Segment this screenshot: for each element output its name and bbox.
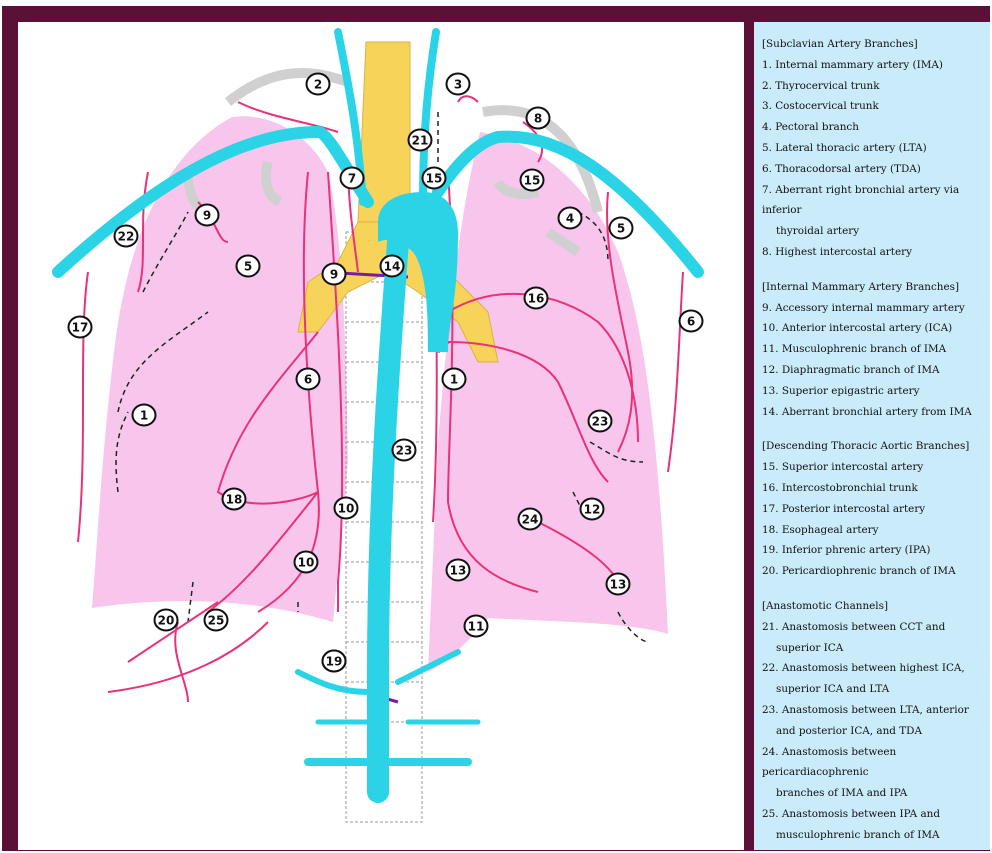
- legend-section-heading: [Anastomotic Channels]: [754, 596, 990, 617]
- marker-label: 13: [450, 564, 467, 578]
- legend-panel: [Subclavian Artery Branches]1. Internal …: [754, 22, 990, 850]
- legend-item: 9. Accessory internal mammary artery: [754, 298, 990, 319]
- marker-label: 18: [226, 493, 243, 507]
- marker-label: 19: [326, 655, 343, 669]
- marker-label: 9: [203, 209, 211, 223]
- marker-label: 16: [528, 292, 545, 306]
- legend-item: 8. Highest intercostal artery: [754, 242, 990, 263]
- marker-label: 15: [426, 172, 443, 186]
- legend-section: [Internal Mammary Artery Branches]9. Acc…: [754, 277, 990, 423]
- legend-item: 14. Aberrant bronchial artery from IMA: [754, 402, 990, 423]
- marker-label: 4: [566, 212, 574, 226]
- legend-item: 4. Pectoral branch: [754, 117, 990, 138]
- legend-item: 1. Internal mammary artery (IMA): [754, 55, 990, 76]
- marker-label: 23: [396, 444, 413, 458]
- legend-section-heading: [Subclavian Artery Branches]: [754, 34, 990, 55]
- legend-item: 10. Anterior intercostal artery (ICA): [754, 318, 990, 339]
- marker-label: 5: [617, 222, 625, 236]
- legend-item: 16. Intercostobronchial trunk: [754, 478, 990, 499]
- marker-label: 1: [450, 373, 458, 387]
- legend-item: 3. Costocervical trunk: [754, 96, 990, 117]
- legend-item: 12. Diaphragmatic branch of IMA: [754, 360, 990, 381]
- legend-item: 6. Thoracodorsal artery (TDA): [754, 159, 990, 180]
- marker-label: 12: [584, 503, 601, 517]
- marker-label: 11: [468, 620, 485, 634]
- marker-label: 17: [72, 321, 89, 335]
- marker-label: 20: [158, 614, 175, 628]
- marker-label: 23: [592, 415, 609, 429]
- diagram-svg: 2382171515942255914161766112323181012241…: [18, 22, 744, 850]
- legend-item: 17. Posterior intercostal artery: [754, 499, 990, 520]
- legend-item: 20. Pericardiophrenic branch of IMA: [754, 561, 990, 582]
- marker-label: 6: [304, 373, 312, 387]
- marker-label: 6: [687, 315, 695, 329]
- marker-label: 10: [298, 556, 315, 570]
- marker-label: 7: [348, 172, 356, 186]
- marker-label: 22: [118, 230, 135, 244]
- legend-section-heading: [Descending Thoracic Aortic Branches]: [754, 436, 990, 457]
- legend-item: 2. Thyrocervical trunk: [754, 76, 990, 97]
- marker-label: 8: [534, 112, 542, 126]
- marker-label: 10: [338, 502, 355, 516]
- legend-item: 5. Lateral thoracic artery (LTA): [754, 138, 990, 159]
- marker-label: 5: [244, 260, 252, 274]
- legend-item: 24. Anastomosis between pericardiacophre…: [754, 742, 990, 804]
- marker-label: 13: [610, 578, 627, 592]
- marker-label: 24: [522, 513, 539, 527]
- legend-item: 22. Anastomosis between highest ICA,supe…: [754, 658, 990, 700]
- legend-section: [Anastomotic Channels]21. Anastomosis be…: [754, 596, 990, 846]
- marker-label: 25: [208, 614, 225, 628]
- legend-section: [Descending Thoracic Aortic Branches]15.…: [754, 436, 990, 582]
- marker-label: 21: [412, 134, 429, 148]
- legend-item: 13. Superior epigastric artery: [754, 381, 990, 402]
- image-frame: 2382171515942255914161766112323181012241…: [2, 6, 990, 851]
- marker-label: 2: [314, 78, 322, 92]
- marker-label: 14: [384, 260, 401, 274]
- marker-label: 9: [330, 268, 338, 282]
- marker-label: 3: [454, 78, 462, 92]
- marker-label: 15: [524, 174, 541, 188]
- legend-item: 18. Esophageal artery: [754, 520, 990, 541]
- legend-item: 15. Superior intercostal artery: [754, 457, 990, 478]
- legend-item: 19. Inferior phrenic artery (IPA): [754, 540, 990, 561]
- legend-item: 7. Aberrant right bronchial artery via i…: [754, 180, 990, 242]
- legend-item: 11. Musculophrenic branch of IMA: [754, 339, 990, 360]
- legend-section: [Subclavian Artery Branches]1. Internal …: [754, 34, 990, 263]
- marker-label: 1: [140, 409, 148, 423]
- legend-section-heading: [Internal Mammary Artery Branches]: [754, 277, 990, 298]
